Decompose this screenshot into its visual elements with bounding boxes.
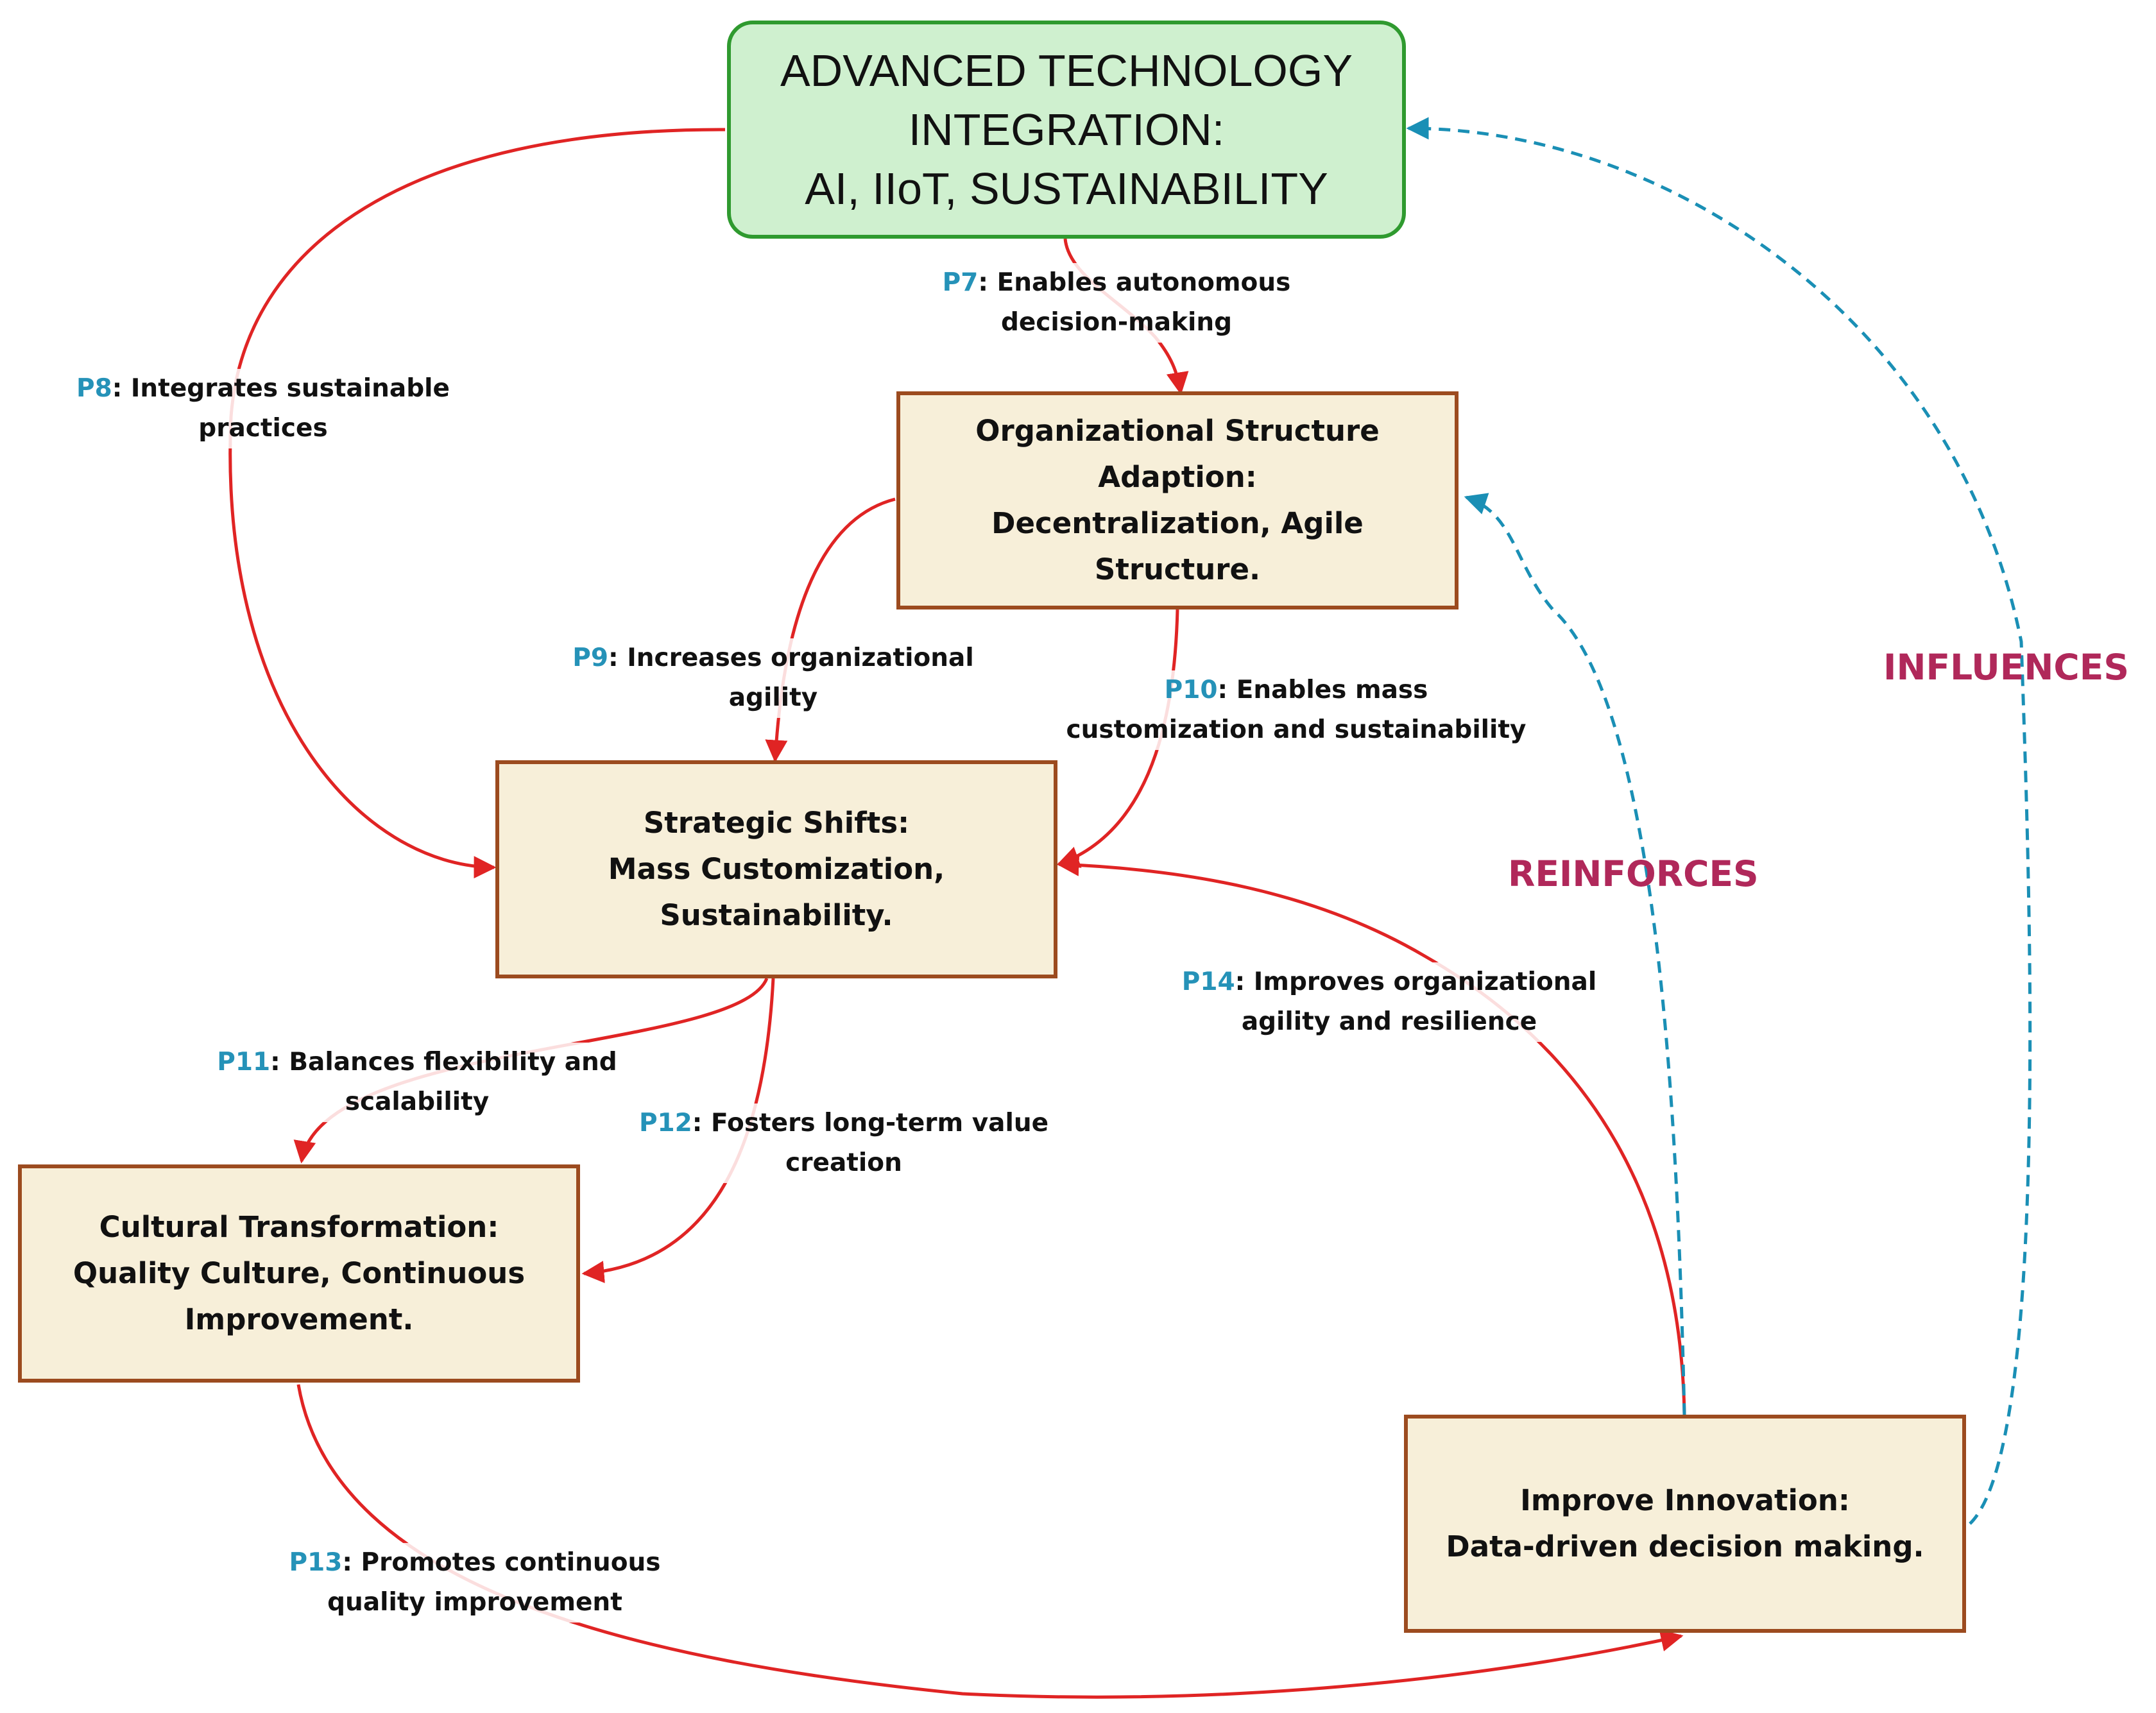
edge-text: : Improves organizational: [1235, 967, 1597, 996]
edge-p13: [296, 1384, 1684, 1699]
node-line: Quality Culture, Continuous: [73, 1256, 526, 1290]
node-line: Strategic Shifts:: [643, 806, 910, 840]
node-line: Decentralization, Agile: [991, 506, 1364, 540]
edge-p9: [765, 497, 896, 763]
node-cultural-transformation: Cultural Transformation: Quality Culture…: [18, 1164, 580, 1383]
edge-text: : Integrates sustainable: [112, 374, 450, 403]
edge-label-p7: P7: Enables autonomous decision-making: [895, 263, 1338, 343]
edge-influences: [1406, 117, 2032, 1525]
node-line: ADVANCED TECHNOLOGY: [780, 46, 1353, 96]
edge-id: P14: [1181, 967, 1235, 996]
edge-label-p8: P8: Integrates sustainable practices: [42, 369, 484, 448]
edge-text: : Balances flexibility and: [270, 1048, 617, 1077]
edge-p14: [1056, 853, 1686, 1415]
label-reinforces: REINFORCES: [1508, 853, 1759, 894]
node-advanced-technology: ADVANCED TECHNOLOGY INTEGRATION: AI, IIo…: [727, 21, 1406, 239]
node-line: Adaption:: [1098, 460, 1257, 494]
edge-id: P11: [217, 1048, 271, 1077]
edge-p12: [581, 978, 775, 1283]
edge-text: customization and sustainability: [1066, 715, 1527, 744]
edge-text: : Fosters long-term value: [692, 1109, 1049, 1138]
node-line: Sustainability.: [660, 898, 893, 932]
edge-label-p12: P12: Fosters long-term value creation: [613, 1104, 1075, 1183]
edge-text: agility: [728, 683, 818, 712]
node-line: INTEGRATION:: [908, 105, 1225, 155]
edge-id: P10: [1164, 676, 1218, 704]
node-improve-innovation: Improve Innovation: Data-driven decision…: [1404, 1415, 1966, 1633]
edge-text: scalability: [345, 1087, 490, 1116]
edge-id: P9: [572, 643, 609, 672]
node-line: Mass Customization,: [608, 852, 945, 886]
edge-text: creation: [785, 1148, 902, 1177]
edge-label-p9: P9: Increases organizational agility: [552, 638, 995, 718]
edge-text: : Enables autonomous: [978, 268, 1291, 297]
node-organizational-structure: Organizational Structure Adaption: Decen…: [896, 391, 1459, 609]
node-line: Improve Innovation:: [1520, 1483, 1850, 1517]
edge-reinforces: [1464, 493, 1686, 1415]
node-line: Structure.: [1094, 552, 1261, 586]
edge-id: P7: [942, 268, 979, 297]
edge-text: quality improvement: [327, 1588, 622, 1617]
edge-text: practices: [198, 414, 328, 443]
edge-text: : Promotes continuous: [342, 1548, 661, 1577]
edge-text: : Increases organizational: [608, 643, 974, 672]
edge-p10: [1056, 609, 1179, 868]
edge-p8: [228, 128, 726, 879]
edge-text: agility and resilience: [1241, 1007, 1537, 1036]
edge-text: decision-making: [1000, 308, 1233, 337]
node-line: Cultural Transformation:: [99, 1210, 499, 1244]
edge-label-p11: P11: Balances flexibility and scalabilit…: [186, 1043, 648, 1122]
node-line: Organizational Structure: [975, 414, 1380, 448]
node-line: Improvement.: [184, 1302, 414, 1336]
edge-label-p13: P13: Promotes continuous quality improve…: [237, 1543, 712, 1623]
edge-id: P12: [638, 1109, 692, 1138]
edge-id: P8: [76, 374, 112, 403]
node-strategic-shifts: Strategic Shifts: Mass Customization, Su…: [495, 760, 1057, 978]
edge-label-p10: P10: Enables mass customization and sust…: [1046, 670, 1546, 750]
label-influences: INFLUENCES: [1883, 647, 2129, 688]
edge-id: P13: [289, 1548, 343, 1577]
edge-label-p14: P14: Improves organizational agility and…: [1158, 962, 1620, 1042]
node-line: Data-driven decision making.: [1446, 1530, 1924, 1564]
edge-text: : Enables mass: [1217, 676, 1428, 704]
node-line: AI, IIoT, SUSTAINABILITY: [805, 164, 1328, 214]
